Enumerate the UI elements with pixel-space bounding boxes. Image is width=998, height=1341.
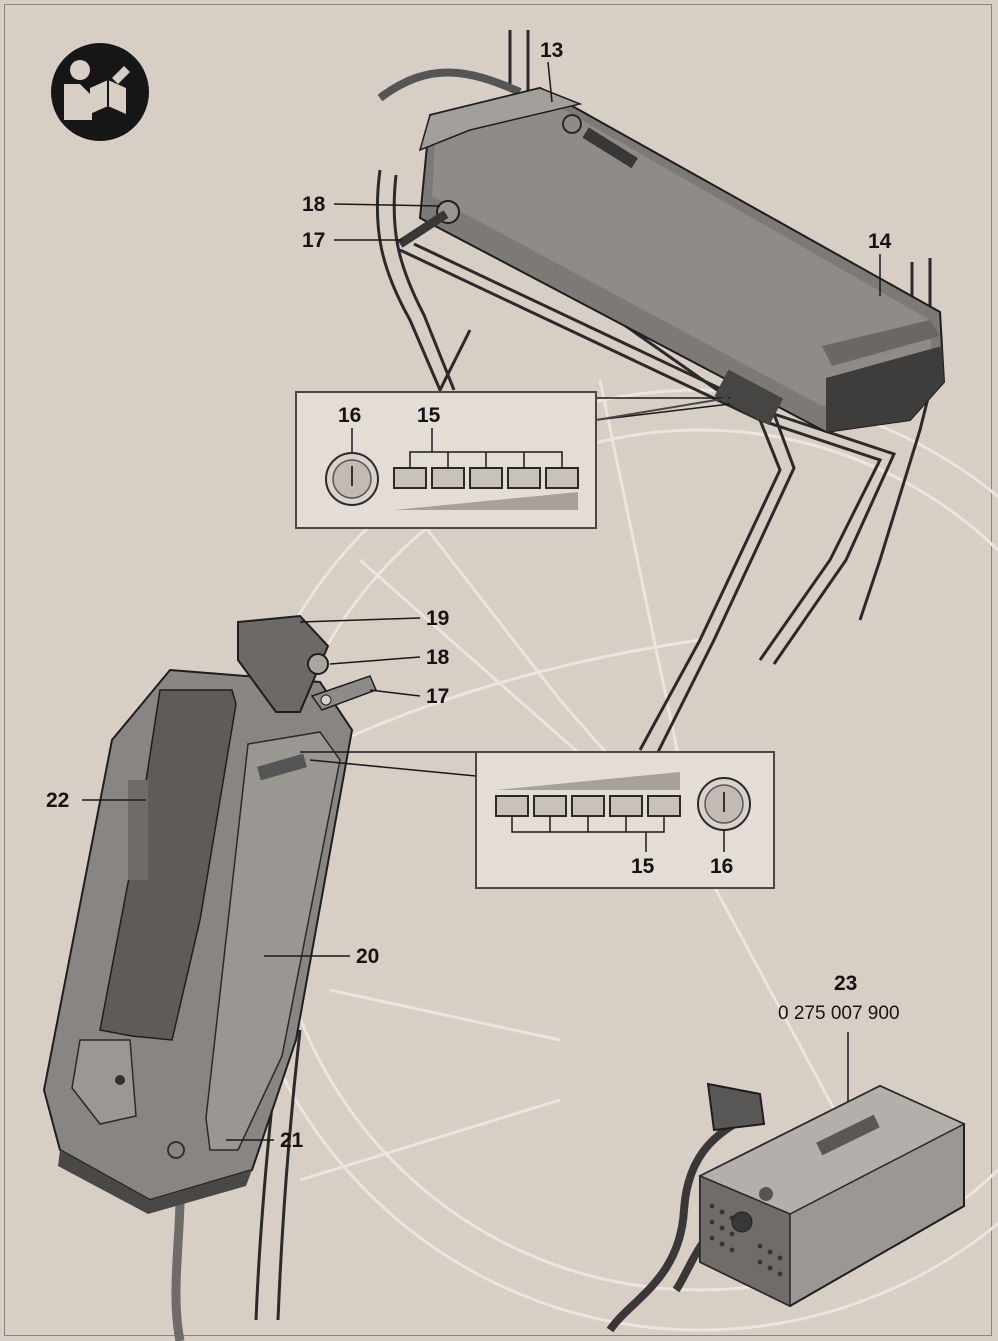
charger: [606, 1082, 966, 1333]
brand-logo-bottom: [167, 1141, 185, 1159]
inset-bottom-leds-label: 15: [631, 855, 655, 878]
callout-21: 21: [280, 1129, 304, 1152]
callout-23: 23: [834, 972, 858, 995]
charge-leds-bottom: [495, 795, 681, 817]
charge-wedge-top: [394, 492, 578, 510]
page-border: [4, 4, 992, 1336]
onoff-button-bottom: [697, 777, 751, 852]
leader-lines-bottom: [82, 617, 849, 1141]
brand-logo: [562, 114, 638, 169]
callout-13: 13: [540, 39, 564, 62]
frame-battery: [42, 614, 378, 1341]
charge-leds-top: [393, 467, 579, 489]
key-top: [397, 200, 460, 248]
inset-top-button-label: 16: [338, 404, 362, 427]
callout-22: 22: [46, 789, 70, 812]
callout-14: 14: [868, 230, 892, 253]
onoff-button-top: [325, 428, 379, 506]
leader-lines-top: [333, 61, 881, 421]
callout-18-bottom: 18: [426, 646, 450, 669]
callout-17-bottom: 17: [426, 685, 450, 708]
callout-17-top: 17: [302, 229, 326, 252]
callout-19: 19: [426, 607, 450, 630]
charger-vents: [709, 1203, 783, 1277]
led-bracket-bottom: [511, 816, 665, 852]
key-bottom: [307, 653, 378, 711]
inset-bottom-button-label: 16: [710, 855, 734, 878]
rack-battery: [377, 68, 946, 434]
charger-part-number: 0 275 007 900: [778, 1003, 900, 1024]
callout-18-top: 18: [302, 193, 326, 216]
charge-wedge-bottom: [496, 772, 680, 790]
inset-panel-top: [295, 391, 729, 529]
read-manual-icon: [51, 43, 149, 141]
callout-20: 20: [356, 945, 380, 968]
led-bracket-top: [409, 428, 563, 468]
inset-panel-bottom: [475, 751, 775, 889]
inset-top-leds-label: 15: [417, 404, 441, 427]
